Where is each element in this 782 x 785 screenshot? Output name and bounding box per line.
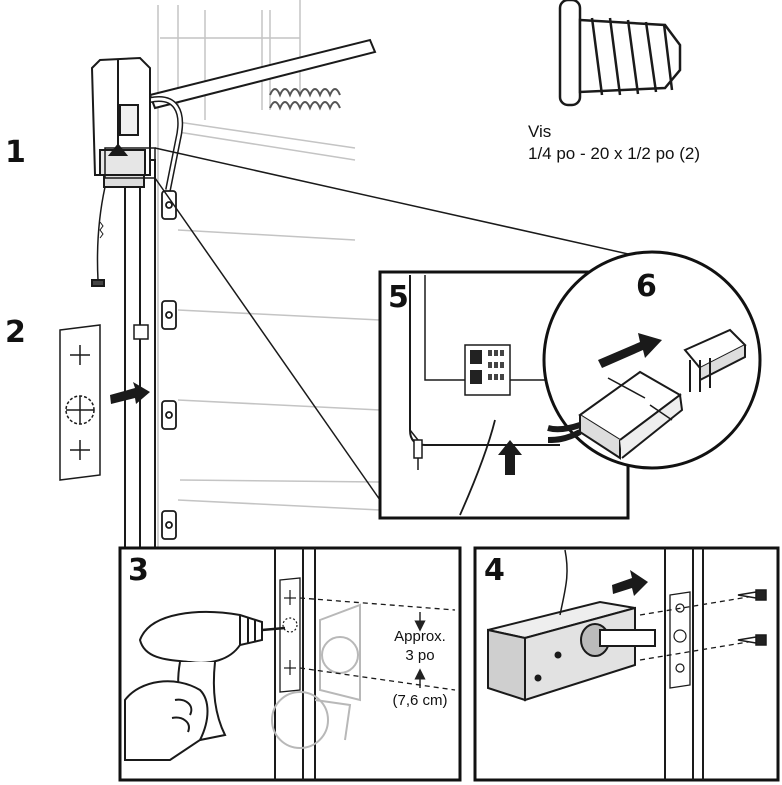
- measure-metric-label: (7,6 cm): [392, 692, 448, 709]
- power-drill: [124, 610, 286, 761]
- mounting-screws: [737, 589, 767, 646]
- wall-mounting-template: [59, 324, 101, 481]
- step-number-3: 3: [128, 553, 149, 588]
- step4-arrow: [612, 570, 648, 596]
- connector-direction-arrow: [598, 333, 662, 368]
- screw-label: Vis: [528, 122, 552, 141]
- opener-motor-unit: [90, 56, 151, 287]
- step-number-1: 1: [5, 135, 26, 170]
- step-number-5: 5: [388, 280, 409, 315]
- door-track-rail: [148, 38, 377, 191]
- measure-approx-label: Approx.: [394, 628, 446, 645]
- zoom-guide-lines: [104, 147, 656, 501]
- upward-arrow: [498, 440, 522, 475]
- safety-sensor-box: [487, 549, 656, 702]
- screw-illustration: [558, 0, 682, 107]
- vertical-door-track: [124, 159, 156, 551]
- track-bracket: [133, 324, 149, 340]
- step-number-6: 6: [636, 269, 657, 304]
- measure-distance-label: 3 po: [405, 647, 435, 664]
- torsion-spring: [269, 88, 341, 111]
- garage-door-background: [157, 0, 381, 550]
- step-number-2: 2: [5, 315, 26, 350]
- screw-size-label: 1/4 po - 20 x 1/2 po (2): [528, 144, 700, 163]
- door-hinges: [161, 190, 177, 540]
- panel-3: [118, 546, 462, 782]
- panel-6-circle: [542, 250, 762, 470]
- step2-arrow: [110, 382, 150, 404]
- step-number-4: 4: [484, 553, 505, 588]
- panel-4: [473, 546, 780, 782]
